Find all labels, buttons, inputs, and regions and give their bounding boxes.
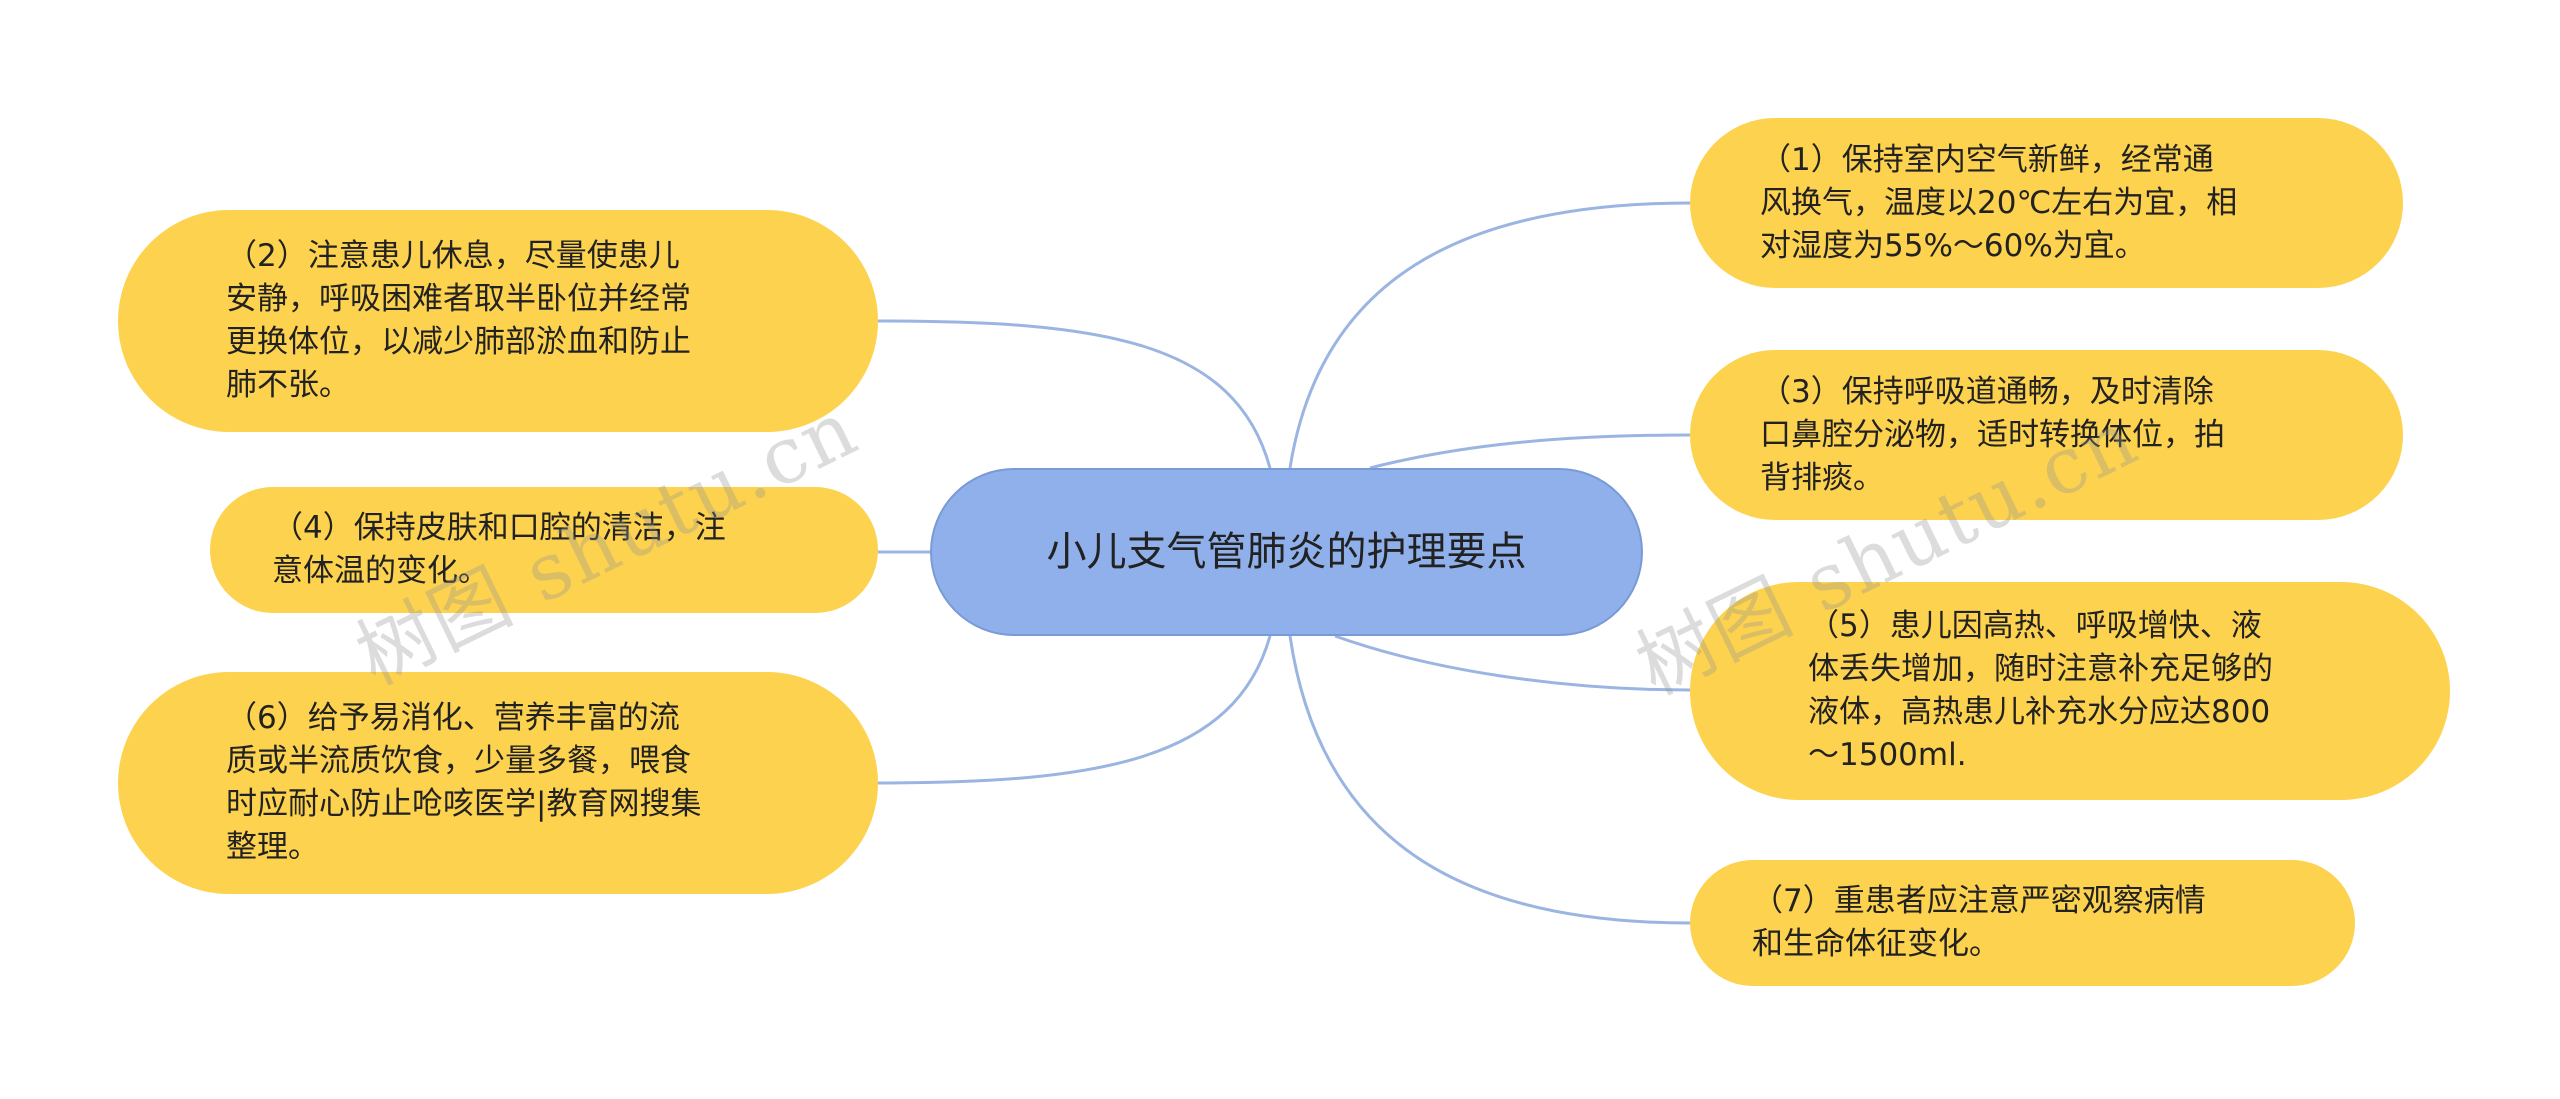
link-center-n1 <box>1288 201 1691 469</box>
topic-3-text: （3）保持呼吸道通畅，及时清除 口鼻腔分泌物，适时转换体位，拍 背排痰。 <box>1760 373 2225 496</box>
link-center-n6 <box>877 635 1272 785</box>
topic-3-airway[interactable]: （3）保持呼吸道通畅，及时清除 口鼻腔分泌物，适时转换体位，拍 背排痰。 <box>1690 350 2403 520</box>
topic-6-diet[interactable]: （6）给予易消化、营养丰富的流 质或半流质饮食，少量多餐，喂食 时应耐心防止呛咳… <box>118 672 878 894</box>
link-center-n7 <box>1288 635 1691 925</box>
topic-7-observation[interactable]: （7）重患者应注意严密观察病情 和生命体征变化。 <box>1690 860 2355 986</box>
topic-6-text: （6）给予易消化、营养丰富的流 质或半流质饮食，少量多餐，喂食 时应耐心防止呛咳… <box>226 700 702 865</box>
topic-2-rest[interactable]: （2）注意患儿休息，尽量使患儿 安静，呼吸困难者取半卧位并经常 更换体位，以减少… <box>118 210 878 432</box>
topic-4-hygiene[interactable]: （4）保持皮肤和口腔的清洁，注 意体温的变化。 <box>210 487 878 613</box>
topic-7-text: （7）重患者应注意严密观察病情 和生命体征变化。 <box>1752 883 2206 962</box>
link-center-n3 <box>1369 433 1691 470</box>
topic-5-fluids[interactable]: （5）患儿因高热、呼吸增快、液 体丢失增加，随时注意补充足够的 液体，高热患儿补… <box>1690 582 2450 800</box>
link-center-n2 <box>877 319 1272 469</box>
topic-1-air-ventilation[interactable]: （1）保持室内空气新鲜，经常通 风换气，温度以20℃左右为宜，相 对湿度为55%… <box>1690 118 2403 288</box>
center-topic[interactable]: 小儿支气管肺炎的护理要点 <box>930 468 1643 636</box>
link-center-n5 <box>1334 634 1691 692</box>
topic-2-text: （2）注意患儿休息，尽量使患儿 安静，呼吸困难者取半卧位并经常 更换体位，以减少… <box>226 238 691 403</box>
topic-1-text: （1）保持室内空气新鲜，经常通 风换气，温度以20℃左右为宜，相 对湿度为55%… <box>1760 141 2238 264</box>
center-topic-text: 小儿支气管肺炎的护理要点 <box>1046 529 1527 575</box>
topic-4-text: （4）保持皮肤和口腔的清洁，注 意体温的变化。 <box>272 510 726 589</box>
topic-5-text: （5）患儿因高热、呼吸增快、液 体丢失增加，随时注意补充足够的 液体，高热患儿补… <box>1808 608 2273 773</box>
